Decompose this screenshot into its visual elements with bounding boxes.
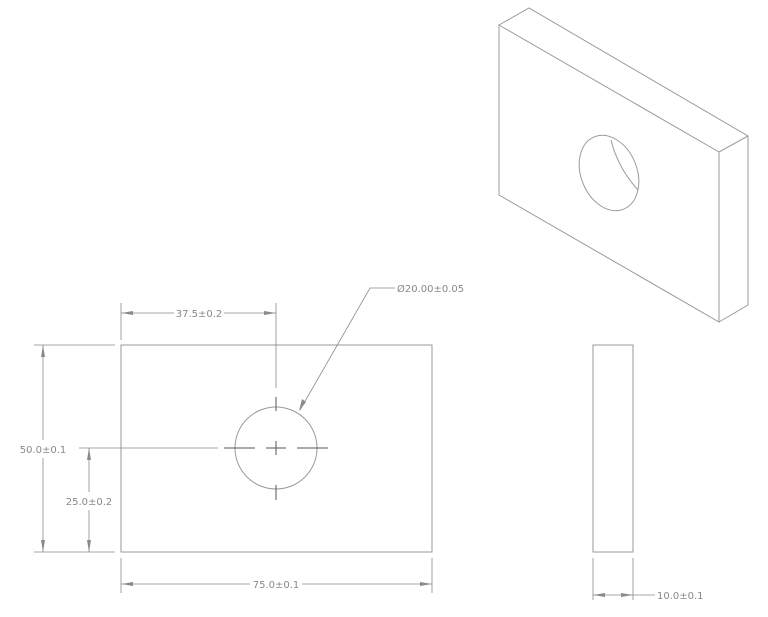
dimension-label: 50.0±0.1 bbox=[20, 445, 67, 456]
dimension-label: Ø20.00±0.05 bbox=[397, 283, 464, 295]
dimension-label: 25.0±0.2 bbox=[66, 497, 113, 508]
side-view bbox=[592, 344, 634, 553]
dimension-hole-diameter: Ø20.00±0.05 bbox=[299, 283, 464, 411]
dimension-label: 75.0±0.1 bbox=[253, 580, 300, 591]
dimension-label: 37.5±0.2 bbox=[176, 309, 223, 320]
dimension-hole-offset-y: 25.0±0.2 bbox=[66, 448, 113, 552]
dimension-label: 10.0±0.1 bbox=[657, 591, 704, 602]
isometric-view bbox=[498, 7, 750, 323]
dimension-hole-offset-x: 37.5±0.2 bbox=[120, 303, 276, 340]
front-view bbox=[79, 303, 433, 553]
dimension-height: 50.0±0.1 bbox=[20, 344, 115, 553]
dimension-thickness: 10.0±0.1 bbox=[592, 558, 704, 602]
dimension-width: 75.0±0.1 bbox=[120, 558, 433, 593]
